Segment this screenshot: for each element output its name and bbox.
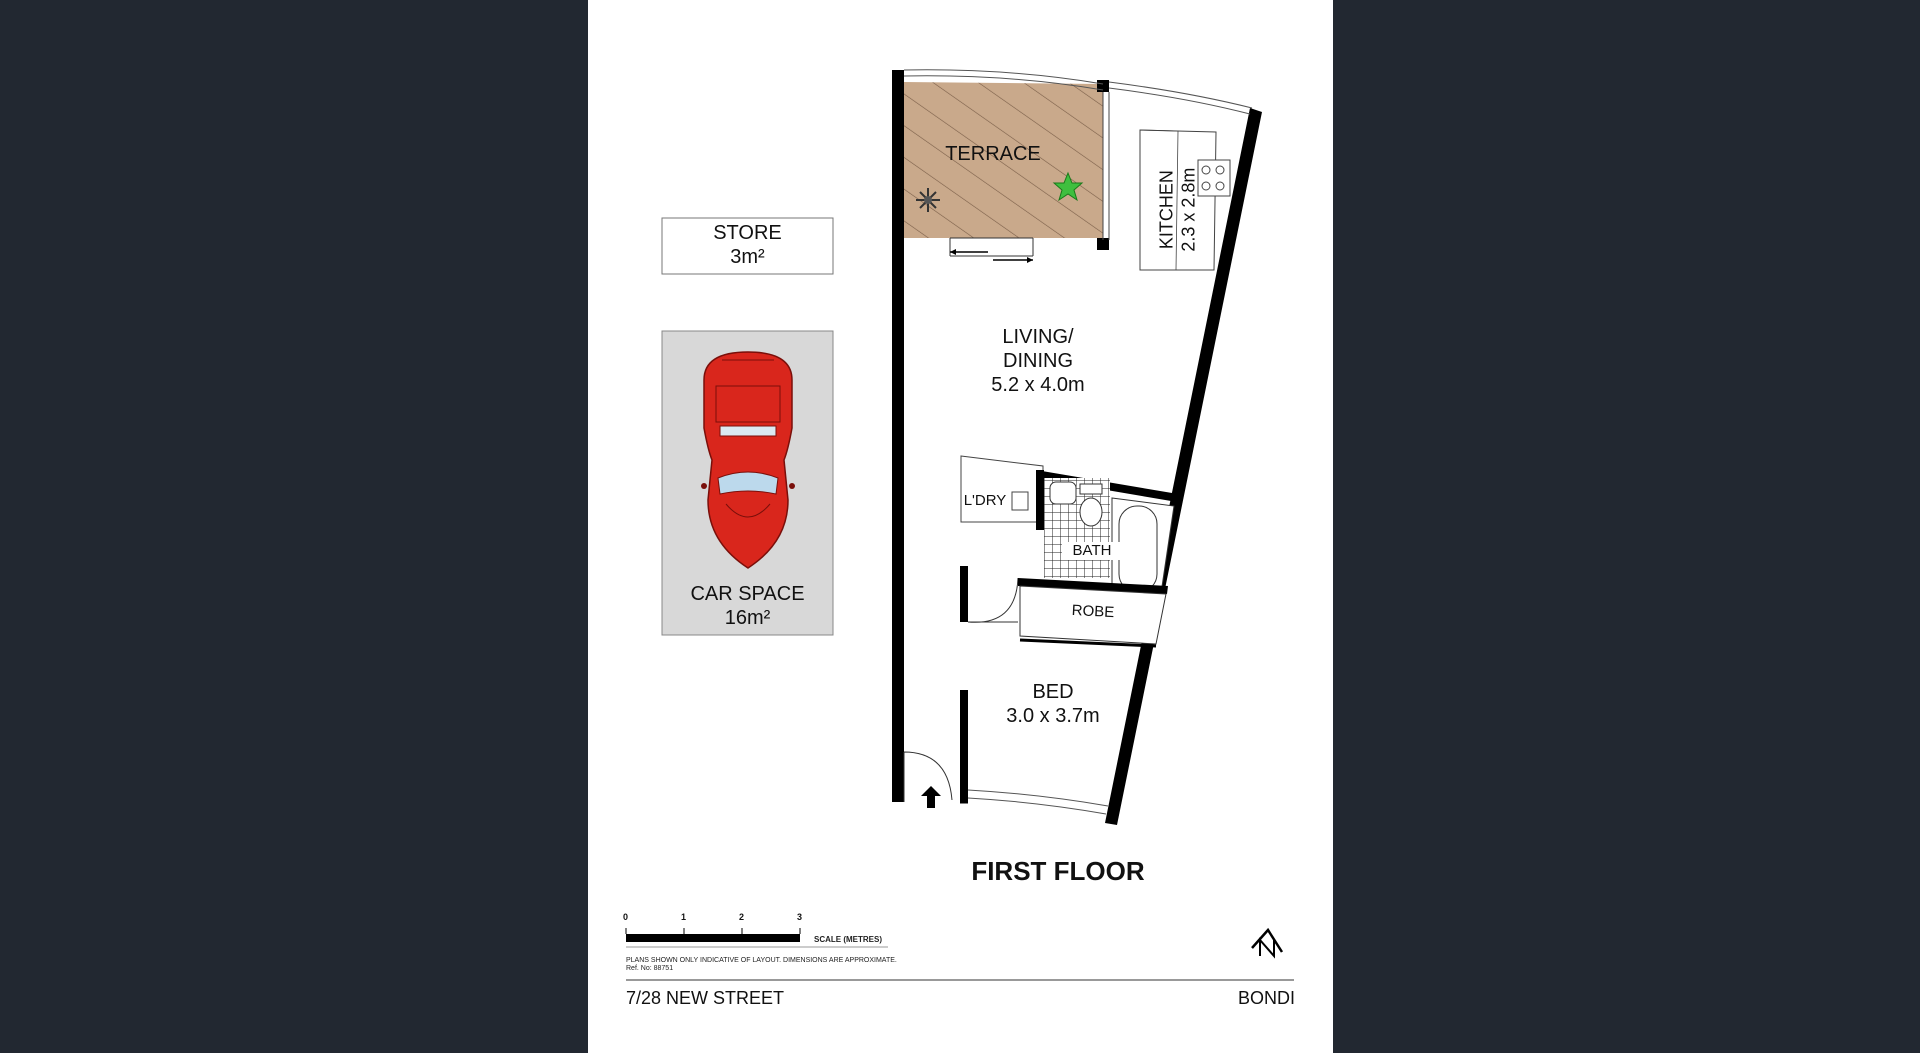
store-name: STORE: [713, 222, 782, 244]
bath-label: BATH: [1062, 542, 1122, 560]
address-text: 7/28 NEW STREET: [626, 988, 785, 1008]
scale-tick-3: 3: [797, 912, 803, 922]
kitchen-bench-inner: [1139, 129, 1179, 271]
store-label: STORE 3m²: [662, 221, 833, 269]
robe: [1019, 585, 1167, 645]
west-wall: [892, 70, 904, 802]
dry-plant-icon: [916, 188, 940, 212]
scale-tick-0: 0: [623, 912, 629, 922]
north-window: [903, 69, 1104, 91]
laundry-bench: [960, 455, 1044, 523]
kitchen-size: 2.3 x 2.8m: [1178, 167, 1198, 252]
laundry-label: L'DRY: [963, 492, 1007, 509]
reference-number: Ref. No: 88751: [626, 965, 674, 972]
entry-arrow-icon: [921, 786, 941, 808]
floor-plan-drawing: [625, 69, 1294, 981]
robe-label: ROBE: [1071, 601, 1115, 622]
bed-door-swing: [967, 577, 1019, 623]
bath-west-wall: [1036, 470, 1044, 530]
bed-partition-lower: [960, 690, 968, 802]
bed-size: 3.0 x 3.7m: [1006, 705, 1100, 727]
scale-label: SCALE (METRES): [814, 935, 882, 944]
basin-icon: [1049, 481, 1077, 505]
car-space-name: CAR SPACE: [690, 583, 805, 605]
bed-name: BED: [1032, 681, 1074, 703]
suburb-text: BONDI: [1237, 988, 1295, 1008]
terrace-label: TERRACE: [945, 143, 1041, 165]
scale-tick-1: 1: [681, 912, 687, 922]
living-name-2: DINING: [1003, 350, 1073, 372]
scale-tick-2: 2: [739, 912, 745, 922]
floor-plan-sheet: TERRACE KITCHEN 2.3 x 2.8m LIVING/ DININ…: [588, 0, 1333, 1053]
terrace-post-north: [1097, 80, 1109, 92]
living-name-1: LIVING/: [1002, 326, 1074, 348]
store-area: 3m²: [730, 246, 765, 268]
living-label: LIVING/ DINING 5.2 x 4.0m: [958, 325, 1118, 397]
cooktop-icon: [1197, 159, 1231, 197]
north-east-window: [1108, 81, 1253, 115]
kitchen-label: KITCHEN 2.3 x 2.8m: [1156, 140, 1199, 280]
scale-bar: [626, 934, 800, 942]
sliding-door-icon: [949, 237, 1034, 263]
terrace-area: [904, 82, 1103, 238]
car-space-label: CAR SPACE 16m²: [662, 582, 833, 630]
bed-partition-wall: [960, 566, 968, 622]
entry-door-swing: [903, 751, 953, 802]
bed-label: BED 3.0 x 3.7m: [968, 680, 1138, 728]
terrace-post-south: [1097, 238, 1109, 250]
floor-title: FIRST FLOOR: [971, 856, 1145, 886]
plant-icon: [1052, 171, 1084, 202]
kitchen-name: KITCHEN: [1156, 170, 1177, 250]
store-box: [661, 217, 834, 275]
north-arrow-icon: [1251, 927, 1284, 959]
car-space-area: 16m²: [724, 607, 771, 629]
bathtub-icon: [1111, 497, 1175, 601]
living-size: 5.2 x 4.0m: [991, 374, 1085, 396]
disclaimer-text: PLANS SHOWN ONLY INDICATIVE OF LAYOUT. D…: [626, 957, 897, 964]
laundry-tub: [1011, 491, 1029, 511]
car-icon: [701, 351, 795, 569]
toilet-icon: [1079, 483, 1103, 527]
south-window: [967, 789, 1109, 815]
bath-south-wall: [1018, 578, 1168, 594]
